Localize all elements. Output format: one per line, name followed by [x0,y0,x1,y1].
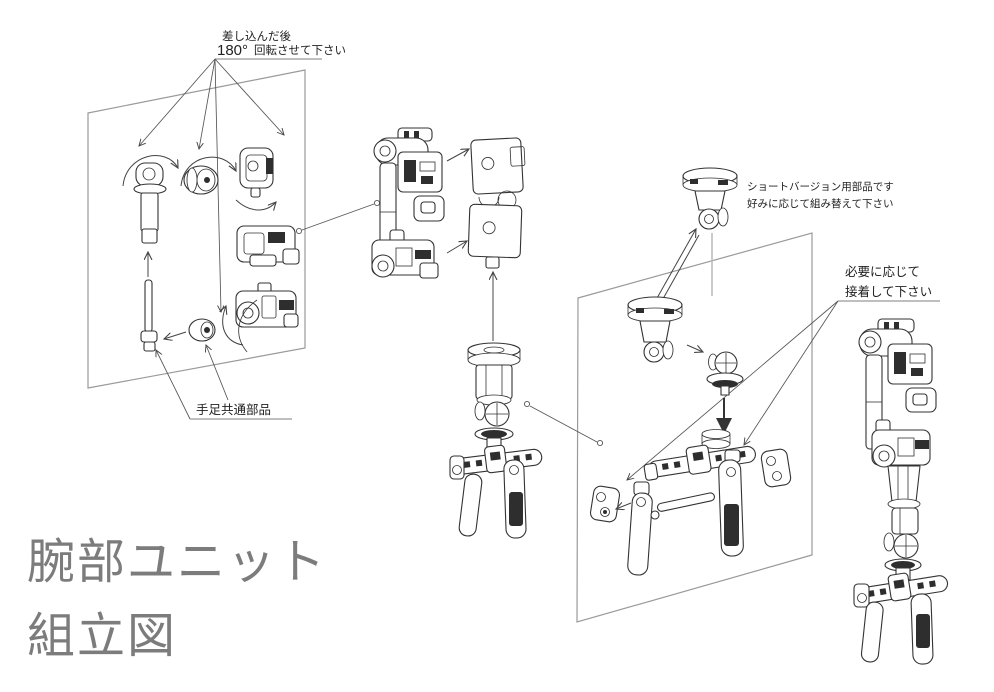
common-parts-leaders [156,345,292,420]
curved-rotate-arrow [223,306,244,346]
square-block-part [239,147,274,198]
glue-note-line1: 必要に応じて [845,265,920,279]
common-parts-label: 手足共通部品 [196,402,271,417]
armor-attach-arrow-top [446,149,469,162]
armor-cover-part [467,137,526,269]
right-plate-part [760,448,792,488]
wrist-cylinder-part [627,296,683,363]
right-finger-part [718,449,744,557]
short-version-wrist-part [682,167,738,230]
diagram-title-line2: 組立図 [27,610,177,663]
round-joint-part [183,165,219,195]
insert-rotate-note-line2: 回転させて下さい [254,44,346,57]
peg-joint-part [133,162,167,244]
rotation-arc-arrow-left [122,155,178,187]
plate-attach-arrow [616,503,632,509]
joint-block-lower-part [235,282,299,328]
short-version-note-line2: 好みに応じて組み替えて下さい [747,197,893,210]
rotate-note-leaders [139,58,322,312]
polycap-insert-arrow [164,331,187,339]
glue-note-line2: 接着して下さい [845,284,932,299]
small-ball-joint-part [706,351,744,396]
pin-rod-part [650,492,715,520]
hand-to-panel-connector [523,400,604,447]
glue-note-leaders [627,300,940,480]
left-parts-panel [87,69,306,389]
press-down-arrow [716,398,732,434]
short-version-note-line1: ショートバージョン用部品です [747,180,894,193]
armor-attach-arrow-bottom [446,241,467,254]
hand-gripper-assembly [449,342,543,539]
long-pin-part [140,279,158,352]
left-finger-part [627,481,653,576]
small-polycap-part [188,318,216,342]
joint-attach-arrow [686,344,703,352]
arm-core-assembly [371,127,445,279]
left-plate-part [589,485,621,523]
swoosh-line [238,299,258,353]
diagram-title-line1: 腕部ユニット [27,536,327,589]
insert-rotate-note-line1: 差し込んだ後 [222,29,291,43]
rotation-arc-arrow-middle [180,156,236,187]
insert-rotate-angle: 180° [217,42,248,59]
assembled-arm-unit [853,318,949,665]
curved-insert-arrow [235,199,276,210]
panel-to-arm-connector [295,199,381,235]
joint-block-upper-part [236,225,300,267]
right-parts-panel [576,232,813,623]
